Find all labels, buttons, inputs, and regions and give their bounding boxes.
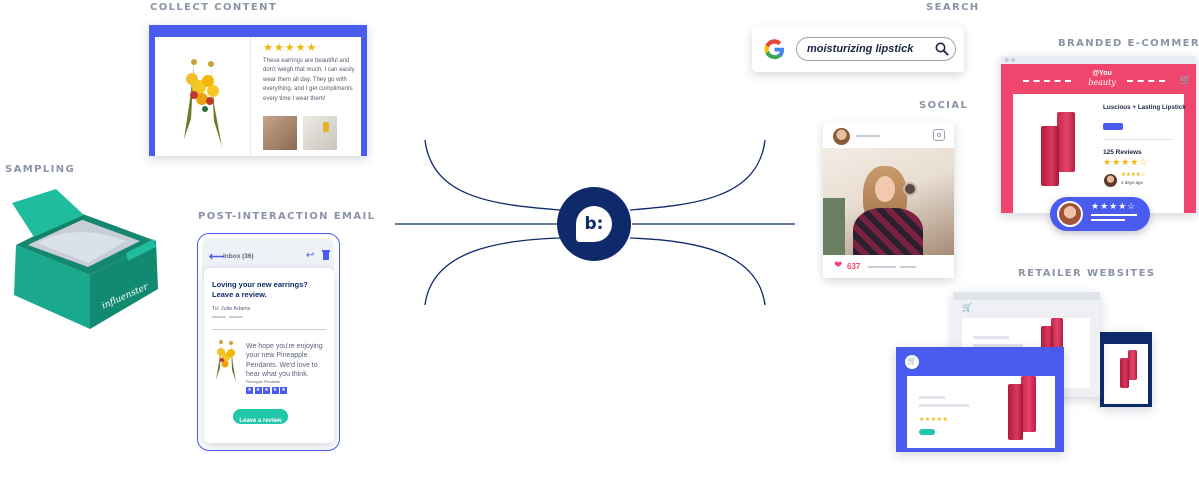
collect-content-divider: [250, 37, 251, 156]
sampling-box: influenster: [12, 189, 158, 329]
inbox-label: Inbox (36): [223, 253, 254, 260]
collect-content-card: ★★★★★ These earrings are beautiful and d…: [149, 25, 367, 156]
email-earring-image: [216, 340, 236, 382]
retailer-back-cart-icon: 🛒: [962, 303, 972, 312]
email-body-card: Loving your new earrings? Leave a review…: [204, 268, 334, 443]
review-bubble: ★★★★☆: [1050, 197, 1150, 231]
back-arrow-icon[interactable]: ⟵: [209, 251, 225, 263]
retailer-window-front: 🛒 ★★★★★: [896, 347, 1064, 452]
search-icon[interactable]: [935, 42, 949, 56]
hub-logo: b:: [557, 187, 631, 261]
ecommerce-window: @You beauty 🛒 Luscious + Lasting Lipstic…: [1001, 56, 1196, 213]
likes-count: 637: [847, 262, 861, 271]
email-rating-boxes[interactable]: ★ ★ ★ ★ ★: [246, 387, 287, 394]
hub-logo-text: b:: [584, 214, 604, 234]
ecommerce-brand: @You beauty: [1087, 69, 1117, 87]
ecommerce-nav-left: [1023, 80, 1071, 82]
search-panel: moisturizing lipstick: [752, 27, 964, 72]
retailer-front-cart-icon[interactable]: 🛒: [905, 355, 919, 369]
email-product-name: Pineapple Pendants: [246, 380, 280, 384]
email-body-text: We hope you're enjoying your new Pineapp…: [246, 343, 323, 378]
review-photo-2: [303, 116, 337, 150]
search-query: moisturizing lipstick: [807, 43, 914, 55]
label-branded-ecommerce: BRANDED E-COMMERCE SITE: [1058, 38, 1199, 49]
hub-logo-badge: b:: [576, 206, 612, 242]
email-to: To: Julie Adams: [212, 306, 251, 312]
google-g-icon: [764, 39, 785, 60]
buy-label: Buy: [1108, 132, 1118, 137]
review-text: These earrings are beautiful and don't w…: [263, 58, 355, 102]
retailer-stars: ★★★★★: [919, 417, 949, 423]
review-item-stars: ★★★★☆: [1121, 172, 1146, 178]
ecommerce-divider: [1103, 139, 1173, 140]
label-search: SEARCH: [926, 2, 980, 13]
reply-icon[interactable]: ↩: [306, 250, 315, 261]
leave-review-label: Leave a review: [239, 418, 282, 424]
instagram-icon: [933, 129, 945, 141]
ecommerce-page: Luscious + Lasting Lipstick Buy 125 Revi…: [1013, 94, 1186, 213]
review-stars: ★★★★★: [263, 42, 318, 54]
email-divider: [212, 329, 326, 330]
ecommerce-brand-script: beauty: [1088, 78, 1116, 87]
ecommerce-lipstick-cap: [1041, 126, 1059, 186]
email-phone: ⟵ Inbox (36) ↩ Loving your new earrings?…: [197, 233, 340, 451]
label-retailer-websites: RETAILER WEBSITES: [1018, 268, 1156, 279]
trash-icon[interactable]: [322, 250, 330, 260]
retailer-buy-button[interactable]: [919, 429, 935, 435]
leave-review-button[interactable]: Leave a review: [233, 409, 288, 424]
ecommerce-lipstick-back: [1057, 112, 1075, 172]
social-photo: [823, 148, 954, 255]
product-title: Luscious + Lasting Lipstick: [1103, 104, 1186, 111]
review-bubble-stars: ★★★★☆: [1091, 201, 1137, 211]
retailer-window-back-right: [1100, 332, 1152, 407]
retailer-front-page: ★★★★★: [907, 376, 1055, 448]
email-subject: Loving your new earrings? Leave a review…: [212, 280, 308, 299]
ecommerce-nav-right: [1127, 80, 1165, 82]
earring-image: [184, 59, 222, 147]
label-social: SOCIAL: [919, 100, 969, 111]
review-item-date: 4 days ago: [1121, 180, 1144, 185]
social-card: ❤ 637: [823, 123, 954, 278]
search-input[interactable]: moisturizing lipstick: [796, 37, 956, 61]
collect-content-inner: ★★★★★ These earrings are beautiful and d…: [155, 37, 361, 156]
heart-icon[interactable]: ❤: [834, 260, 843, 271]
ecommerce-titlebar: [1001, 56, 1196, 64]
reviewer-avatar: [1104, 174, 1117, 187]
social-avatar: [833, 128, 850, 145]
product-rating-stars: ★★★★☆: [1103, 157, 1149, 167]
label-sampling: SAMPLING: [5, 164, 76, 175]
label-collect-content: COLLECT CONTENT: [150, 2, 278, 13]
ecommerce-brand-top: @You: [1092, 70, 1112, 77]
review-bubble-avatar: [1057, 201, 1083, 227]
label-post-interaction-email: POST-INTERACTION EMAIL: [198, 211, 376, 222]
cart-icon[interactable]: 🛒: [1179, 75, 1192, 86]
buy-button[interactable]: Buy: [1103, 123, 1123, 137]
reviews-count: 125 Reviews: [1103, 149, 1142, 156]
review-photo-1: [263, 116, 297, 150]
